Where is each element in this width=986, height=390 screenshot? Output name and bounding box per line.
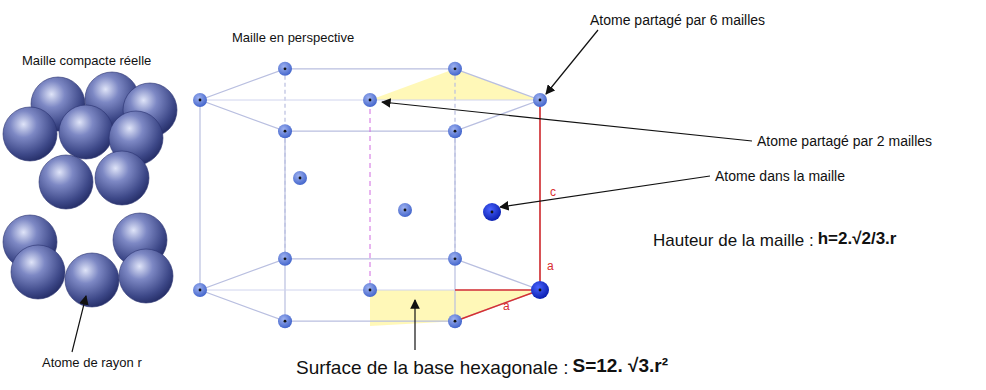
- atom-dot: [448, 124, 462, 138]
- base-diagonal: [200, 290, 540, 291]
- callout-label: Atome partagé par 2 mailles: [757, 133, 932, 149]
- atom-dot: [363, 93, 377, 107]
- atom-dot: [483, 203, 501, 221]
- atom-dot: [448, 252, 462, 266]
- dimension-label: a: [547, 260, 554, 274]
- atom-sphere: [65, 253, 119, 307]
- atom-dot: [531, 281, 549, 299]
- atom-dot: [363, 283, 377, 297]
- formula-value: h=2.√2/3.r: [818, 229, 897, 249]
- c-edge: [539, 100, 541, 290]
- centre-axis: [370, 100, 371, 290]
- a-edge: [455, 290, 540, 321]
- atom-dot: [448, 314, 462, 328]
- atom-dot: [293, 171, 307, 185]
- atom-dot: [278, 124, 292, 138]
- leader-line: [414, 300, 415, 350]
- figure-title: Maille en perspective: [232, 31, 354, 46]
- atom-sphere: [119, 249, 173, 303]
- formula-label: Hauteur de la maille :: [653, 231, 814, 251]
- dimension-label: a: [503, 300, 510, 314]
- atom-dot: [278, 62, 292, 76]
- leader-line: [546, 30, 598, 94]
- atom-dot: [278, 252, 292, 266]
- sphere-stack: [3, 72, 177, 307]
- atom-dot: [278, 314, 292, 328]
- atom-sphere: [39, 155, 93, 209]
- leader-lines: [72, 30, 752, 352]
- atom-dot: [533, 93, 547, 107]
- callout-label: Atome de rayon r: [42, 356, 142, 371]
- atom-dot: [193, 283, 207, 297]
- formula-label: Surface de la base hexagonale :: [296, 357, 569, 379]
- dimension-label: c: [550, 186, 556, 200]
- a-edge: [455, 289, 540, 291]
- prism-edge: [454, 69, 455, 259]
- atom-sphere: [95, 151, 149, 205]
- base-diagonal: [200, 100, 540, 101]
- atom-dot: [448, 62, 462, 76]
- formula-value: S=12. √3.r²: [573, 355, 668, 377]
- callout-label: Atome partagé par 6 mailles: [590, 12, 765, 28]
- leader-line: [382, 102, 752, 141]
- prism-edge: [284, 69, 285, 259]
- hexagonal-cell: [193, 62, 549, 328]
- atom-sphere: [59, 105, 113, 159]
- leader-line: [500, 176, 710, 207]
- figure-title: Maille compacte réelle: [22, 54, 151, 69]
- atom-sphere: [3, 107, 57, 161]
- callout-label: Atome dans la maille: [715, 168, 845, 184]
- atom-sphere: [11, 245, 65, 299]
- atom-dot: [398, 203, 412, 217]
- leader-line: [72, 296, 86, 352]
- atom-dot: [193, 93, 207, 107]
- prism-edge: [199, 100, 200, 290]
- hexagon-edge: [200, 259, 540, 321]
- prism-edge: [539, 100, 540, 290]
